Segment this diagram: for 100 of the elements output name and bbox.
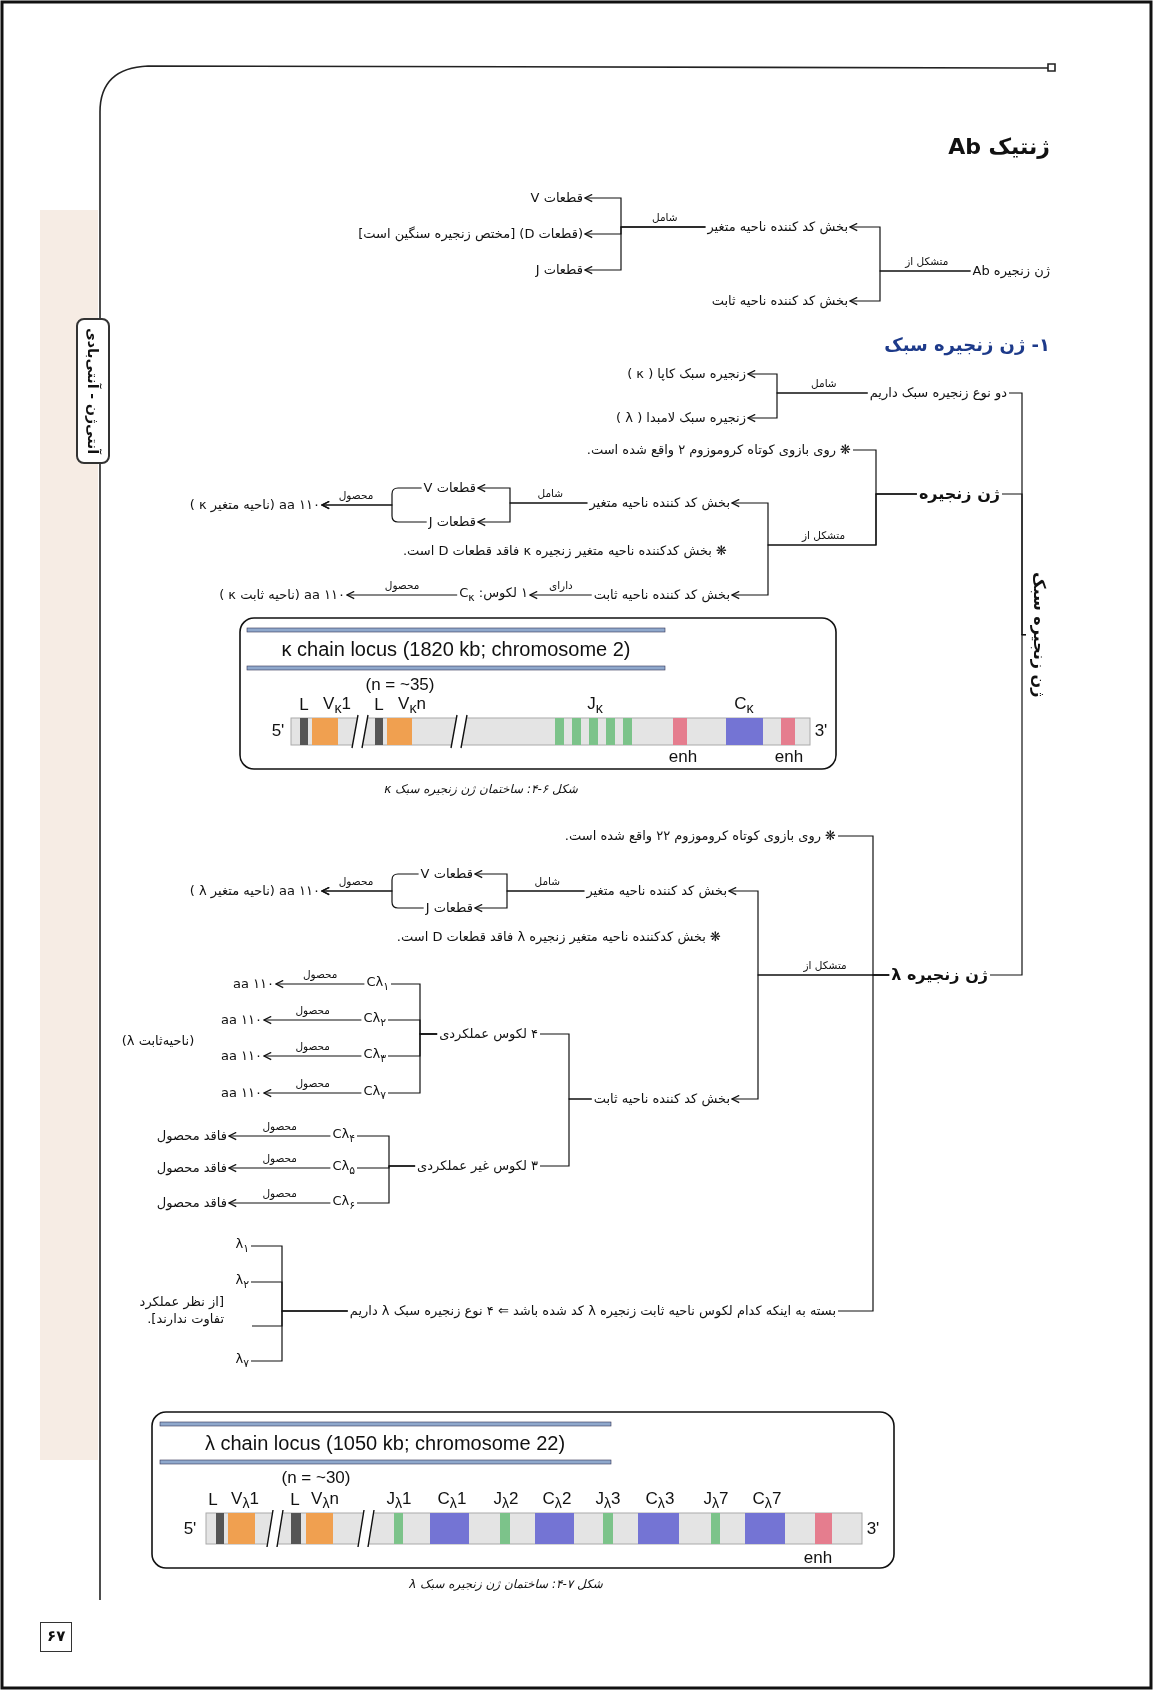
edge-label: محصول: [295, 1040, 330, 1054]
concept-text: قطعات V: [530, 189, 583, 207]
concept-text: بخش کد کننده ناحیه متغیر: [707, 218, 848, 236]
segment-label: L: [374, 693, 384, 716]
product-text: ۱۱۰ aa (ناحیه متغیر κ ): [189, 496, 320, 514]
segment-label: J$_{κ}$: [587, 692, 603, 718]
product-text: ۱۱۰ aa (ناحیه متغیر λ ): [189, 882, 320, 900]
arrow: [321, 500, 428, 523]
concept-text: بخش کد کننده ناحیه ثابت: [593, 1090, 730, 1108]
concept-text: زنجیره سبک لامبدا ( λ ): [616, 409, 746, 427]
concept-text: ۳ لکوس غیر عملکردی: [417, 1157, 538, 1175]
concept-text: بخش کد کننده ناحیه ثابت: [711, 292, 848, 310]
count-label: (n = ~30): [281, 1466, 351, 1489]
bracket-line: [356, 1165, 416, 1204]
concept-text: بخش کد کننده ناحیه متغیر: [586, 882, 727, 900]
concept-text: دو نوع زنجیره سبک داریم: [869, 384, 1007, 402]
concept-text: ۴ لکوس عملکردی: [439, 1025, 538, 1043]
segment-label: V$_{κ}$n: [398, 693, 426, 718]
edge-label: متشکل از: [905, 255, 949, 269]
arrow: [228, 1163, 331, 1173]
section-tab: آنتی‌ژن - آنتی‌بادی: [76, 318, 111, 464]
segment-label: J$_{λ}$7: [703, 1487, 729, 1513]
concept-text: قطعات V: [420, 865, 473, 883]
note-text: ❋ بخش کدکننده ناحیه متغیر زنجیره κ فاقد قطعات D است.: [402, 542, 727, 560]
arrow: [849, 270, 972, 306]
arrow: [263, 1015, 362, 1025]
arrow: [321, 886, 425, 909]
concept-text: ۱۱۰ aa: [220, 1084, 262, 1102]
concept-text: بسته به اینکه کدام لکوس ناحیه ثابت زنجیره λ کد شده باشد ⇐ ۴ نوع زنجیره سبک λ داریم: [349, 1302, 836, 1320]
concept-text: بخش کد کننده ناحیه ثابت: [593, 586, 730, 604]
segment-label: V$_{κ}$1: [323, 692, 351, 718]
concept-text: (قطعات D) [مختص زنجیره سنگین است]: [358, 225, 583, 243]
vertical-heading: ژن زنجیره سبک: [1028, 572, 1049, 698]
edge-label: شامل: [651, 211, 678, 225]
end-label: 5': [183, 1517, 197, 1540]
figure-caption: شکل ۶-۴: ساختمان ژن زنجیره سبک κ: [384, 782, 578, 798]
edge-label: شامل: [537, 487, 563, 501]
concept-text: ژن زنجیره Ab: [972, 262, 1050, 280]
note-text: (ناحیه‌ثابت λ): [121, 1032, 195, 1050]
segment-label: L: [299, 693, 309, 716]
concept-text: ۱۱۰ aa: [232, 975, 274, 993]
edge-label: محصول: [384, 579, 420, 593]
segment-label: C$_{λ}$1: [437, 1487, 467, 1513]
edge-label: محصول: [262, 1152, 297, 1166]
concept-text: بخش کد کننده ناحیه متغیر: [589, 494, 730, 512]
figure-caption: شکل ۷-۴: ساختمان ژن زنجیره سبک λ: [409, 1577, 603, 1593]
enhancer-label: enh: [668, 745, 698, 768]
edge-label: محصول: [302, 968, 338, 982]
concept-text: فاقد محصول: [156, 1194, 227, 1212]
concept-text: فاقد محصول: [156, 1127, 227, 1145]
page-number: ۶۷: [40, 1622, 73, 1652]
topic-heading: ژن زنجیره: [918, 483, 1000, 505]
arrow: [529, 590, 593, 600]
edge-label: شامل: [811, 377, 837, 391]
arrow: [477, 502, 589, 527]
edge-label: محصول: [338, 875, 374, 889]
topic-heading: ژن زنجیره λ: [891, 964, 988, 986]
note-text: ❋ روی بازوی کوتاه کروموزوم ۲۲ واقع شده است.: [564, 827, 836, 845]
enhancer-label: enh: [774, 745, 804, 768]
arrow: [474, 890, 586, 913]
arrow: [747, 392, 869, 423]
concept-text: فاقد محصول: [156, 1159, 227, 1177]
edge-label: دارای: [548, 579, 573, 593]
arrow: [228, 1198, 331, 1208]
arrow: [584, 226, 707, 275]
concept-text: قطعات V: [423, 479, 476, 497]
section-heading: ۱- ژن زنجیره سبک: [884, 333, 1050, 357]
edge-label: شامل: [534, 875, 560, 889]
edge-label: محصول: [295, 1004, 330, 1018]
arrow: [228, 1131, 331, 1141]
edge-label: محصول: [262, 1120, 297, 1134]
note-text: ❋ بخش کدکننده ناحیه متغیر زنجیره λ فاقد قطعات D است.: [396, 928, 721, 946]
edge-label: محصول: [262, 1187, 297, 1201]
segment-label: C$_{λ}$3: [645, 1487, 675, 1513]
enhancer-label: enh: [803, 1546, 833, 1569]
arrow: [263, 1088, 362, 1098]
edge-label: محصول: [338, 489, 374, 503]
segment-label: C$_{κ}$: [734, 692, 754, 718]
count-label: (n = ~35): [365, 673, 435, 696]
page-title: ژنتیک Ab: [948, 132, 1050, 161]
segment-label: L: [208, 1488, 218, 1511]
segment-label: J$_{λ}$1: [386, 1487, 412, 1513]
locus-title: λ chain locus (1050 kb; chromosome 22): [204, 1431, 566, 1456]
bracket-line: [989, 634, 1027, 976]
segment-label: J$_{λ}$2: [493, 1487, 519, 1513]
segment-label: L: [290, 1488, 300, 1511]
concept-text: قطعات J: [535, 261, 583, 279]
arrow: [275, 979, 365, 989]
concept-text: قطعات J: [428, 513, 476, 531]
locus-title: κ chain locus (1820 kb; chromosome 2): [281, 637, 631, 662]
concept-text: قطعات J: [425, 899, 473, 917]
concept-text: ۱۱۰ aa: [220, 1011, 262, 1029]
segment-label: V$_{λ}$n: [311, 1487, 339, 1513]
arrow: [731, 974, 890, 1104]
end-label: 3': [866, 1517, 880, 1540]
end-label: 3': [814, 719, 828, 742]
segment-label: J$_{λ}$3: [595, 1487, 621, 1513]
concept-text: ۱۱۰ aa: [220, 1047, 262, 1065]
edge-label: متشکل از: [801, 529, 846, 543]
edge-label: محصول: [295, 1077, 330, 1091]
